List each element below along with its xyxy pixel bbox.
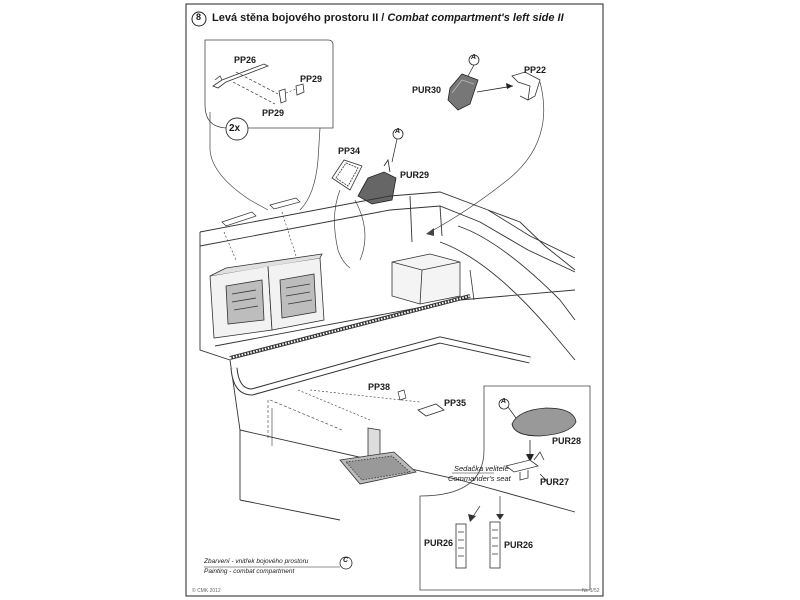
step-number-badge — [191, 11, 207, 27]
equipment-boxes — [209, 253, 325, 339]
part-pur26-drawings — [455, 521, 501, 569]
label-pur26-b: PUR26 — [504, 540, 534, 550]
part-pur29-drawing — [357, 158, 397, 205]
part-pur28-drawing — [511, 407, 577, 437]
label-pp35: PP35 — [444, 398, 467, 408]
footer-copyright: © CMK 2012 — [192, 588, 221, 594]
part-pp26-drawing — [212, 63, 269, 89]
page-title: Levá stěna bojového prostoru II / Combat… — [212, 12, 564, 24]
ref-c-label: C — [343, 557, 349, 564]
install-arrows — [267, 389, 421, 446]
seat-note-en: Commander's seat — [448, 474, 511, 483]
label-pp26: PP26 — [234, 55, 257, 65]
title-cz: Levá stěna bojového prostoru II / — [212, 12, 388, 24]
part-pur27-drawing — [505, 451, 545, 481]
multiplier-circle — [225, 117, 249, 141]
page-frame — [185, 3, 604, 597]
part-pur30-drawing — [447, 73, 479, 111]
paint-note-en: Painting - combat compartment — [204, 568, 295, 575]
pipe — [230, 336, 531, 396]
label-pur30: PUR30 — [412, 85, 442, 95]
part-pp29a-drawing — [278, 88, 287, 104]
label-pp38: PP38 — [368, 382, 391, 392]
multiplier-label: 2x — [229, 123, 241, 134]
label-pur28: PUR28 — [552, 436, 582, 446]
ref-a-marker-3 — [498, 398, 510, 410]
label-pp29-b: PP29 — [262, 108, 285, 118]
seat-installed — [339, 427, 417, 485]
inset-commander-seat — [419, 385, 591, 591]
part-pp35-drawing — [417, 403, 445, 417]
footer-page-number: Nr. 1/52 — [582, 588, 600, 594]
paint-note-cz: Zbarvení - vnitřek bojového prostoru — [204, 558, 309, 565]
seat-note-cz: Sedačka velitele — [454, 464, 509, 473]
label-pp22: PP22 — [524, 65, 547, 75]
step-number: 8 — [196, 12, 202, 22]
label-pur29: PUR29 — [400, 170, 430, 180]
part-pp38-drawing — [397, 389, 407, 401]
ref-c-marker — [339, 556, 353, 570]
ref-a-label-1: A — [471, 54, 477, 61]
equipment-box-right — [391, 253, 475, 305]
part-pp22-drawing — [511, 71, 541, 101]
ref-a-label-2: A — [395, 128, 401, 135]
label-pur27: PUR27 — [540, 477, 570, 487]
label-pp29-a: PP29 — [300, 74, 323, 84]
part-pp34-drawing — [331, 159, 363, 191]
ref-a-marker-2 — [392, 128, 404, 140]
label-pur26-a: PUR26 — [424, 538, 454, 548]
hull-structure — [199, 191, 576, 521]
ref-a-label-3: A — [501, 398, 507, 405]
installed-brackets — [221, 197, 301, 227]
inset-pp26-pp29 — [204, 39, 334, 141]
label-pp34: PP34 — [338, 146, 361, 156]
long-cable — [229, 294, 471, 360]
part-pp29b-drawing — [295, 83, 305, 96]
title-en: Combat compartment's left side II — [387, 12, 564, 24]
